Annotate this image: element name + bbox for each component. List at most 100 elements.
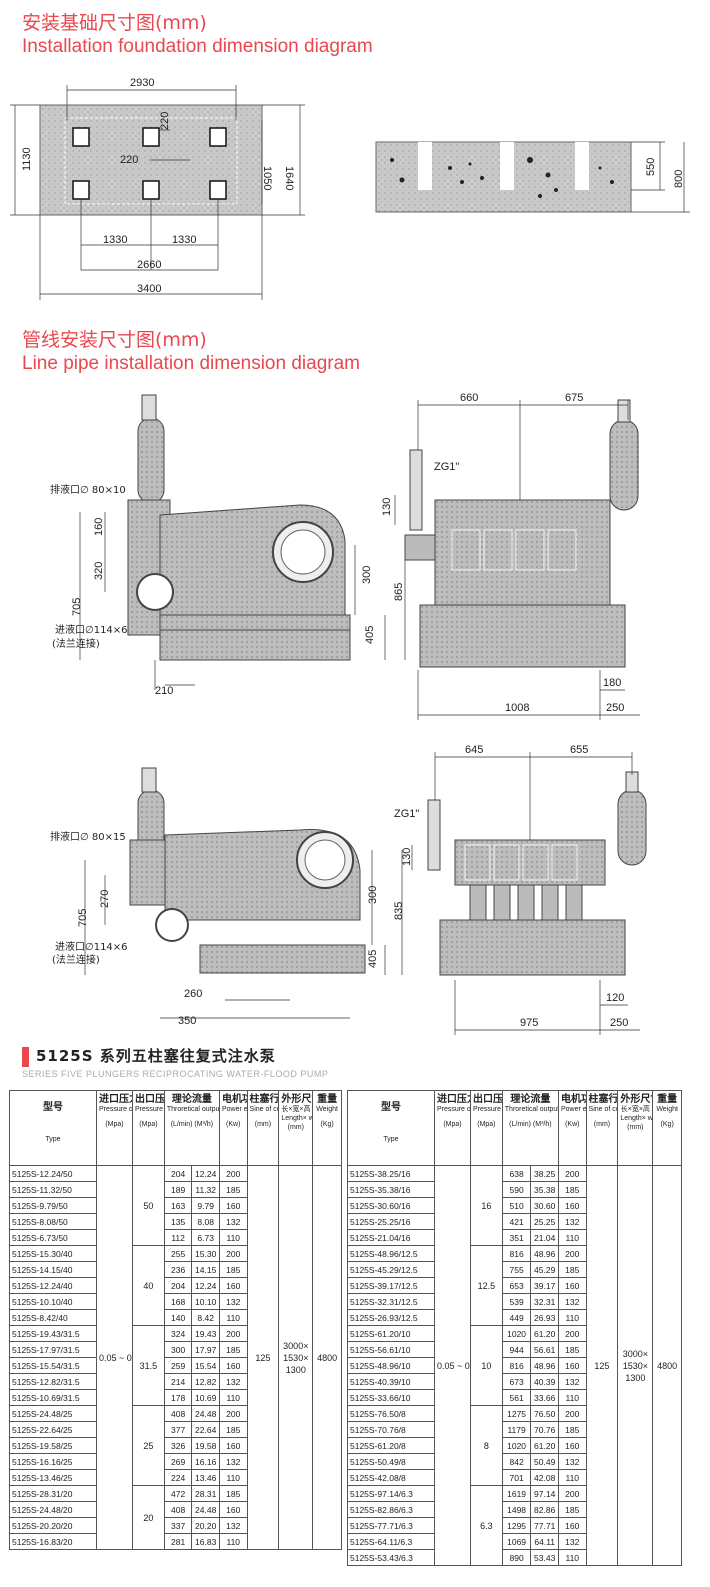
dim-1330-a: 1330 [103,234,127,246]
flow-lmin-cell: 163 [163,1197,193,1214]
dim-1130: 1130 [21,147,33,171]
model-cell: 5125S-8.42/40 [9,1309,97,1326]
dim-u-250: 250 [606,702,624,714]
inlet-label-upper: 进液口∅114×6 [55,623,128,636]
flow-m3h-cell: 26.93 [530,1309,559,1326]
flow-lmin-cell: 1619 [501,1485,532,1502]
flow-m3h-cell: 21.04 [530,1229,559,1246]
dim-2660: 2660 [137,259,161,271]
outlet-pressure-cell: 31.5 [132,1325,165,1406]
motor-power-cell: 110 [557,1229,587,1246]
flow-lmin-cell: 472 [163,1485,193,1502]
motor-power-cell: 160 [557,1277,587,1294]
flow-m3h-cell: 19.58 [191,1437,220,1454]
flow-m3h-cell: 48.96 [530,1357,559,1374]
header-outlet-pressure: 出口压力Pressure of exit(Mpa) [469,1090,503,1166]
model-cell: 5125S-10.10/40 [9,1293,97,1310]
model-cell: 5125S-6.73/50 [9,1229,97,1246]
dim-1330-b: 1330 [172,234,196,246]
flow-m3h-cell: 8.42 [191,1309,220,1326]
flow-lmin-cell: 449 [501,1309,532,1326]
model-cell: 5125S-61.20/10 [347,1325,435,1342]
model-cell: 5125S-19.43/31.5 [9,1325,97,1342]
motor-power-cell: 185 [218,1341,248,1358]
flow-lmin-cell: 408 [163,1405,193,1422]
stroke-cell: 125 [246,1165,280,1550]
model-cell: 5125S-22.64/25 [9,1421,97,1438]
motor-power-cell: 132 [218,1213,248,1230]
flow-lmin-cell: 944 [501,1341,532,1358]
motor-power-cell: 185 [557,1261,587,1278]
flow-m3h-cell: 33.66 [530,1389,559,1406]
dim-l-120: 120 [606,992,624,1004]
dim-220-v: 220 [159,112,171,130]
header-stroke: 柱塞行程Sine of conguition(mm) [585,1090,619,1166]
model-cell: 5125S-8.08/50 [9,1213,97,1230]
flow-m3h-cell: 50.49 [530,1453,559,1470]
flow-m3h-cell: 10.10 [191,1293,220,1310]
model-cell: 5125S-28.31/20 [9,1485,97,1502]
model-cell: 5125S-50.49/8 [347,1453,435,1470]
pump-front-view-upper [404,399,639,668]
dim-l-300: 300 [367,886,379,904]
flow-m3h-cell: 12.24 [191,1277,220,1294]
flow-lmin-cell: 755 [501,1261,532,1278]
model-cell: 5125S-19.58/25 [9,1437,97,1454]
flow-m3h-cell: 22.64 [191,1421,220,1438]
dim-3400: 3400 [137,283,161,295]
motor-power-cell: 110 [218,1533,248,1550]
flow-lmin-cell: 1020 [501,1437,532,1454]
flow-lmin-cell: 259 [163,1357,193,1374]
anchor-hole [142,127,160,147]
motor-power-cell: 185 [218,1261,248,1278]
flow-lmin-cell: 1179 [501,1421,532,1438]
model-cell: 5125S-82.86/6.3 [347,1501,435,1518]
flow-lmin-cell: 1275 [501,1405,532,1422]
model-cell: 5125S-48.96/12.5 [347,1245,435,1262]
motor-power-cell: 132 [557,1213,587,1230]
foundation-diagram: 2930 1130 220 220 1050 1640 1330 1330 26… [10,77,690,300]
motor-power-cell: 200 [557,1405,587,1422]
inlet-pressure-cell: 0.05 ~ 0.10 [95,1165,134,1550]
flow-lmin-cell: 351 [501,1229,532,1246]
dim-2930: 2930 [130,77,154,89]
flow-lmin-cell: 510 [501,1197,532,1214]
flow-lmin-cell: 204 [163,1165,193,1182]
header-motor: 电机功率Power electric motor(Kw) [218,1090,248,1166]
flow-lmin-cell: 326 [163,1437,193,1454]
motor-power-cell: 160 [557,1437,587,1454]
flow-m3h-cell: 30.60 [530,1197,559,1214]
motor-power-cell: 185 [557,1501,587,1518]
dim-u-210: 210 [155,685,173,697]
dim-u-405: 405 [364,626,376,644]
flow-lmin-cell: 701 [501,1469,532,1486]
flow-lmin-cell: 539 [501,1293,532,1310]
model-cell: 5125S-26.93/12.5 [347,1309,435,1326]
dim-u-675: 675 [565,392,583,404]
table-row: 5125S-12.24/500.05 ~ 0.105020412.2420012… [9,1165,342,1550]
table-title-en: SERIES FIVE PLUNGERS RECIPROCATING WATER… [22,1069,329,1079]
motor-power-cell: 132 [218,1293,248,1310]
dim-l-645: 645 [465,744,483,756]
flow-m3h-cell: 38.25 [530,1165,559,1182]
flow-m3h-cell: 61.20 [530,1325,559,1342]
flow-m3h-cell: 13.46 [191,1469,220,1486]
dim-800: 800 [673,170,685,188]
weight-cell: 4800 [652,1165,682,1566]
